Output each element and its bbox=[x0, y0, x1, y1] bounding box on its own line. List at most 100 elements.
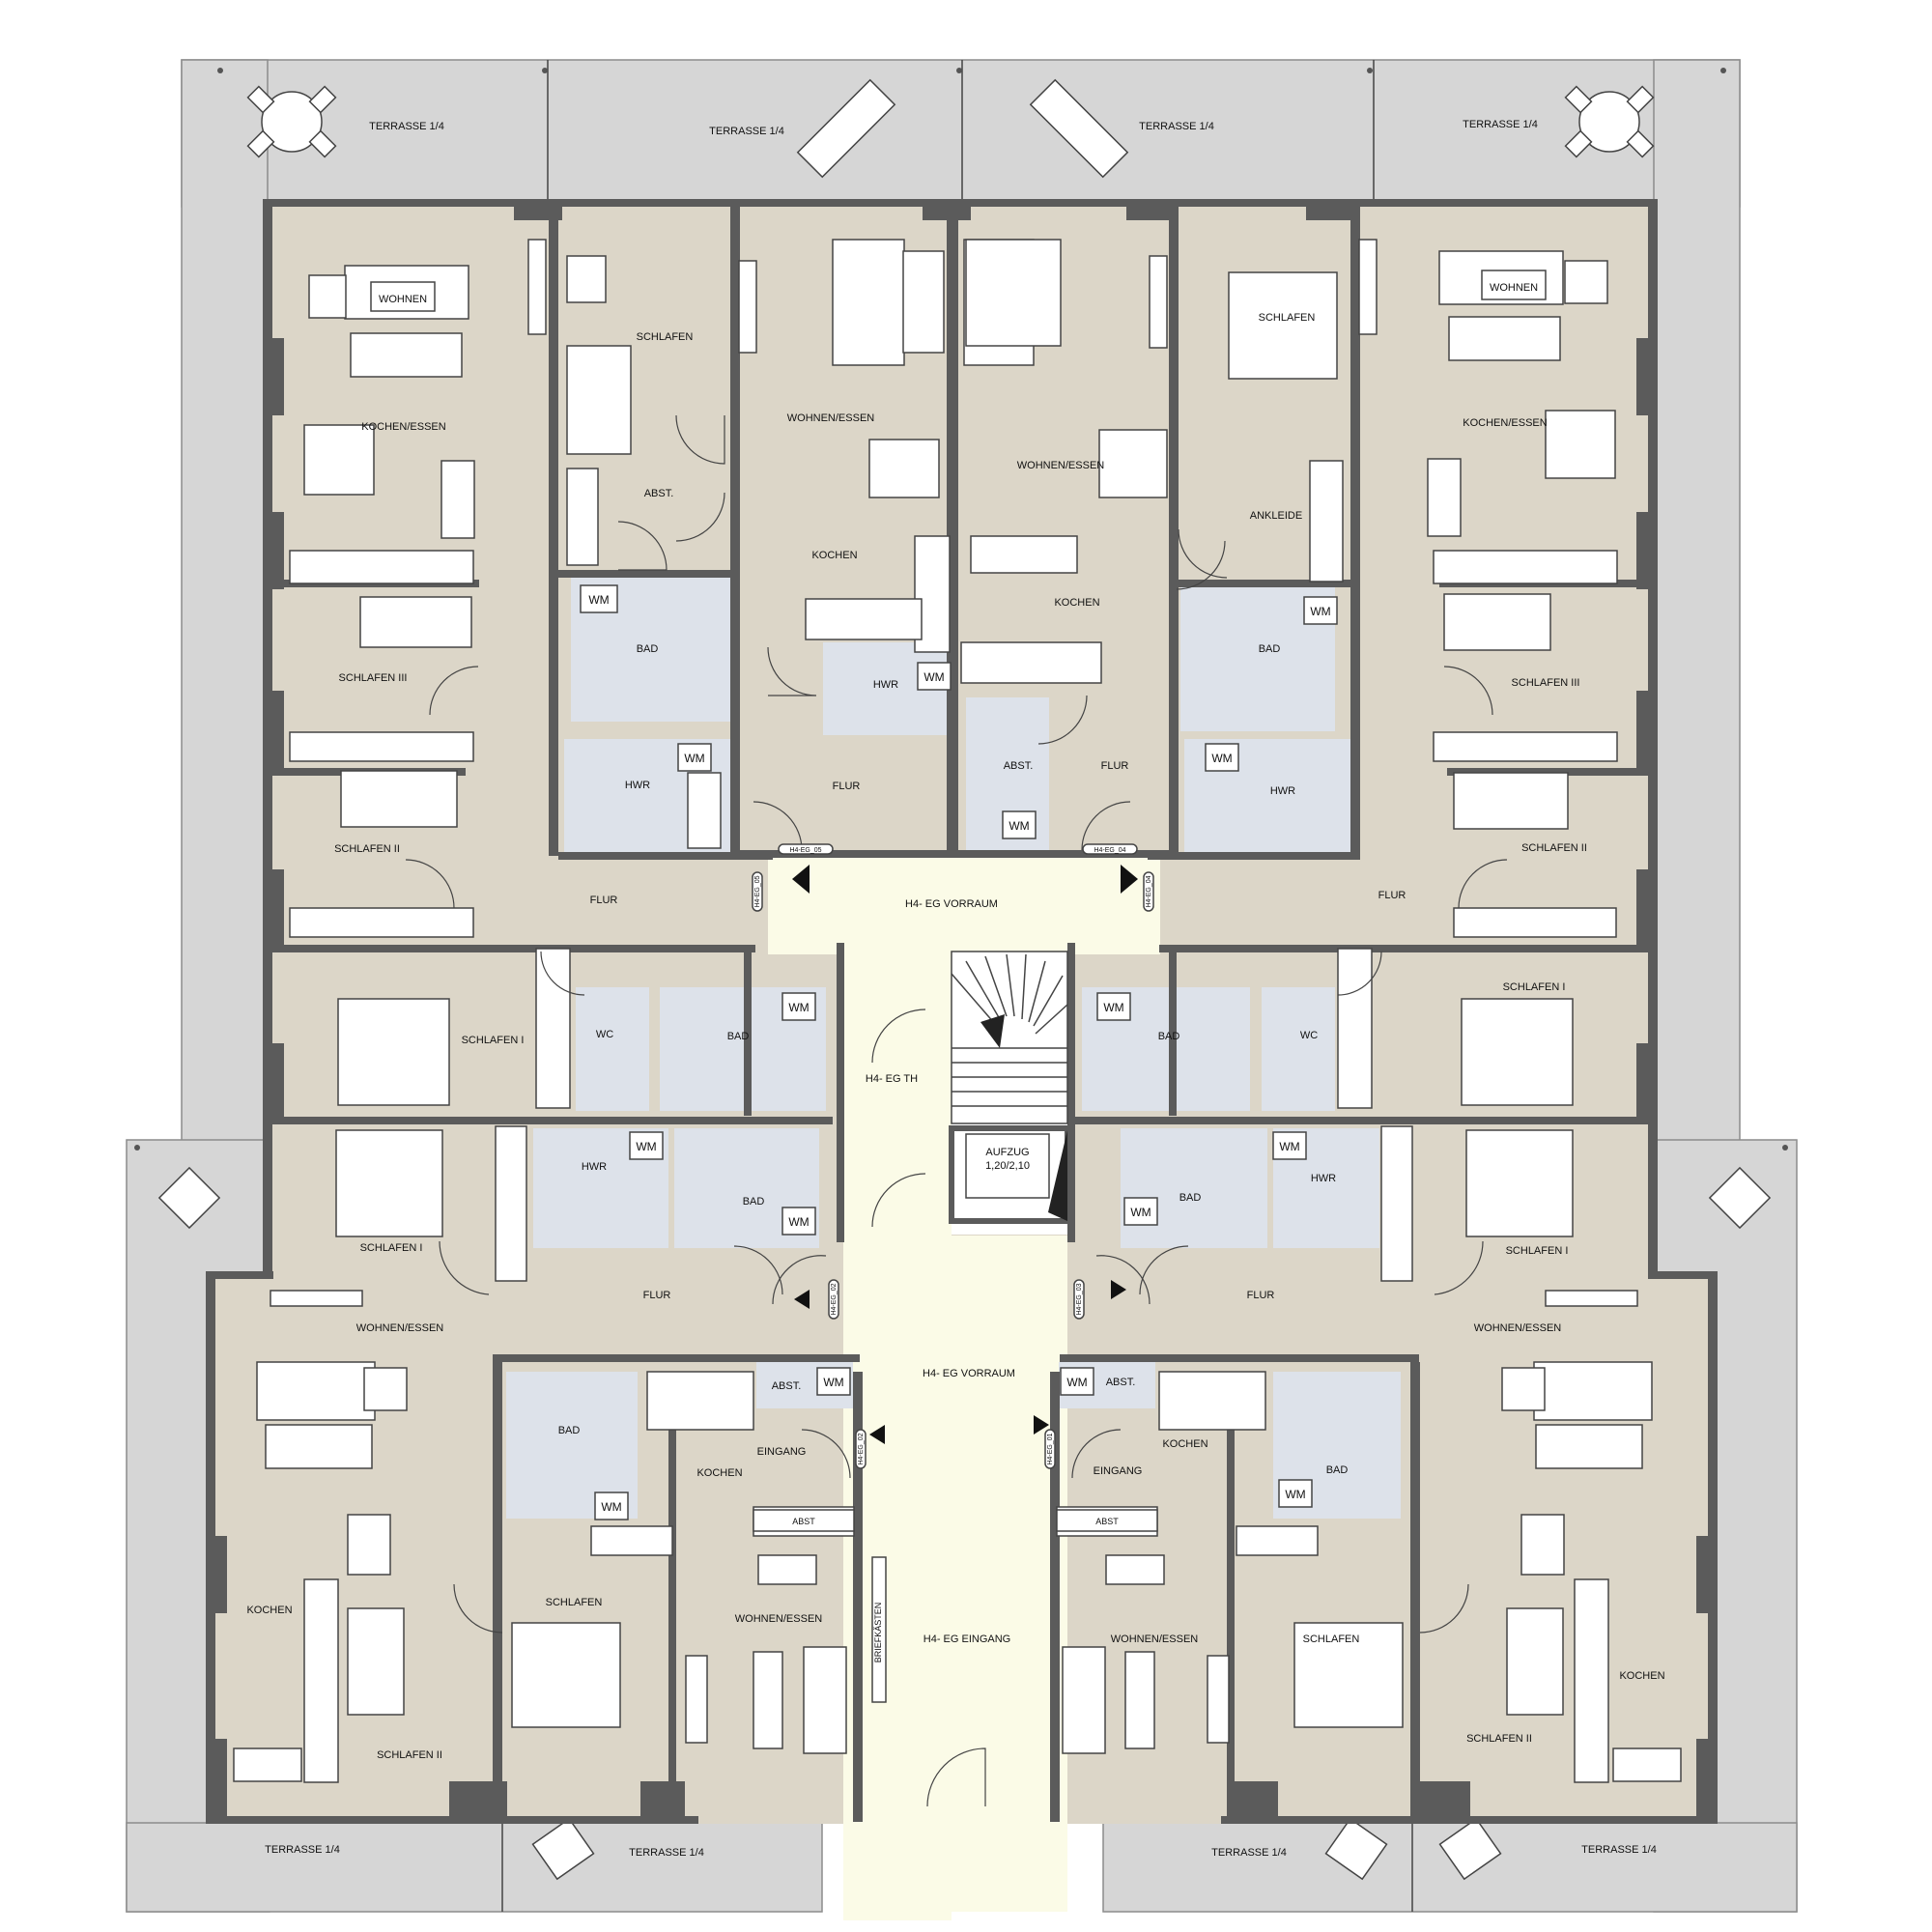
room-label: WOHNEN/ESSEN bbox=[1474, 1322, 1562, 1334]
terrace-right-upper bbox=[1653, 59, 1741, 1143]
room-label: FLUR bbox=[1378, 890, 1406, 901]
wc-r bbox=[1262, 987, 1335, 1111]
terrace-furniture bbox=[157, 78, 1772, 1881]
core-vorraum-top bbox=[768, 858, 1160, 954]
room-label: ABST. bbox=[644, 488, 674, 499]
room-label: BAD bbox=[1158, 1031, 1180, 1042]
terrace-bottom-right bbox=[1102, 1822, 1798, 1913]
washer-label: WM bbox=[1279, 1140, 1299, 1153]
room-label: EINGANG bbox=[757, 1446, 807, 1458]
mailbox-label: BRIEFKÄSTEN bbox=[873, 1603, 883, 1663]
walls bbox=[206, 199, 1718, 1824]
washer-label: WM bbox=[1130, 1206, 1151, 1219]
door-tag: H4-EG_02 bbox=[831, 1283, 838, 1315]
core-labels: H4- EG VORRAUM H4- EG TH AUFZUG 1,20/2,1… bbox=[866, 898, 1030, 1662]
core-label: 1,20/2,10 bbox=[985, 1160, 1030, 1172]
door-tag: H4-EG_02 bbox=[858, 1433, 865, 1464]
room-label: HWR bbox=[1311, 1173, 1336, 1184]
room-label: KOCHEN/ESSEN bbox=[1463, 417, 1547, 429]
room-label: ANKLEIDE bbox=[1250, 510, 1302, 522]
washer-label: WM bbox=[823, 1376, 843, 1389]
washer-label: WM bbox=[1211, 752, 1232, 765]
room-label: BAD bbox=[727, 1031, 750, 1042]
room-label: SCHLAFEN II bbox=[334, 843, 400, 855]
room-label: ABST. bbox=[772, 1380, 802, 1392]
room-label: SCHLAFEN I bbox=[1506, 1245, 1569, 1257]
staircase bbox=[951, 951, 1068, 1124]
washer-label: WM bbox=[1066, 1376, 1087, 1389]
room-label: BAD bbox=[558, 1425, 581, 1436]
room-labels: WOHNEN KOCHEN/ESSEN SCHLAFEN III SCHLAFE… bbox=[246, 270, 1665, 1761]
room-label: KOCHEN bbox=[811, 550, 857, 561]
room-label: SCHLAFEN I bbox=[1503, 981, 1566, 993]
room-label: BAD bbox=[743, 1196, 765, 1208]
terrace-label: TERRASSE 1/4 bbox=[1211, 1847, 1287, 1859]
room-label: HWR bbox=[1270, 785, 1295, 797]
room-label: FLUR bbox=[833, 781, 861, 792]
washer-label: WM bbox=[1285, 1488, 1305, 1501]
core-label: H4- EG TH bbox=[866, 1073, 918, 1085]
washer-label: WM bbox=[788, 1001, 809, 1014]
room-label: WC bbox=[1300, 1030, 1318, 1041]
room-label: ABST bbox=[1095, 1517, 1119, 1526]
room-label: KOCHEN/ESSEN bbox=[361, 421, 445, 433]
room-label: EINGANG bbox=[1094, 1465, 1143, 1477]
room-label: HWR bbox=[873, 679, 898, 691]
washer-label: WM bbox=[788, 1215, 809, 1229]
terrace-label: TERRASSE 1/4 bbox=[709, 126, 784, 137]
room-label: HWR bbox=[625, 780, 650, 791]
room-label: WOHNEN/ESSEN bbox=[356, 1322, 444, 1334]
room-label: FLUR bbox=[643, 1290, 671, 1301]
room-label: WOHNEN/ESSEN bbox=[1017, 460, 1105, 471]
door-tag: H4-EG_01 bbox=[1047, 1433, 1054, 1464]
room-label: ABST. bbox=[1004, 760, 1034, 772]
room-label: SCHLAFEN bbox=[637, 331, 694, 343]
door-tag: H4-EG_04 bbox=[1146, 875, 1152, 907]
core-label: H4- EG VORRAUM bbox=[923, 1368, 1015, 1379]
room-label: KOCHEN bbox=[1619, 1670, 1664, 1682]
washer-label: WM bbox=[636, 1140, 656, 1153]
room-label: WOHNEN/ESSEN bbox=[735, 1613, 823, 1625]
room-label: KOCHEN bbox=[696, 1467, 742, 1479]
terrace-left-upper bbox=[181, 59, 269, 1143]
door-tag: H4-EG_05 bbox=[789, 847, 821, 854]
room-label: WOHNEN/ESSEN bbox=[1111, 1634, 1199, 1645]
washer-label: WM bbox=[588, 593, 609, 607]
door-tag: H4-EG_04 bbox=[1094, 847, 1125, 854]
room-label: SCHLAFEN III bbox=[1512, 677, 1580, 689]
room-label: FLUR bbox=[590, 895, 618, 906]
washer-label: WM bbox=[1009, 819, 1029, 833]
room-label: WOHNEN bbox=[1490, 282, 1538, 294]
room-label: KOCHEN bbox=[246, 1605, 292, 1616]
room-label: BAD bbox=[637, 643, 659, 655]
door-tag: H4-EG_05 bbox=[754, 875, 761, 907]
room-label: FLUR bbox=[1101, 760, 1129, 772]
terrace-label: TERRASSE 1/4 bbox=[1139, 121, 1214, 132]
terrace-label: TERRASSE 1/4 bbox=[265, 1844, 340, 1856]
room-label: SCHLAFEN II bbox=[1521, 842, 1587, 854]
room-label: SCHLAFEN II bbox=[1466, 1733, 1532, 1745]
room-label: WOHNEN/ESSEN bbox=[787, 412, 875, 424]
terrace-label: TERRASSE 1/4 bbox=[369, 121, 444, 132]
washer-label: WM bbox=[1103, 1001, 1123, 1014]
core-label: H4- EG VORRAUM bbox=[905, 898, 998, 910]
room-label: SCHLAFEN bbox=[1259, 312, 1316, 324]
room-label: ABST. bbox=[1106, 1377, 1136, 1388]
entry-arrows bbox=[792, 865, 1138, 1444]
room-label: FLUR bbox=[1247, 1290, 1275, 1301]
door-tag: H4-EG_03 bbox=[1076, 1283, 1083, 1315]
door-tags: H4-EG_05 H4-EG_04 H4-EG_05 H4-EG_04 H4-E… bbox=[752, 843, 1154, 1469]
wc-l bbox=[576, 987, 649, 1111]
room-label: ABST bbox=[792, 1517, 815, 1526]
room-label: WC bbox=[596, 1029, 613, 1040]
washer-label: WM bbox=[923, 670, 944, 684]
doors bbox=[405, 414, 1508, 1807]
room-label: SCHLAFEN bbox=[1303, 1634, 1360, 1645]
furniture bbox=[233, 239, 1682, 1783]
terrace-label: TERRASSE 1/4 bbox=[1581, 1844, 1657, 1856]
core-label: AUFZUG bbox=[985, 1147, 1029, 1158]
room-label: SCHLAFEN I bbox=[360, 1242, 423, 1254]
room-label: KOCHEN bbox=[1162, 1438, 1208, 1450]
terraces bbox=[126, 59, 1798, 1913]
